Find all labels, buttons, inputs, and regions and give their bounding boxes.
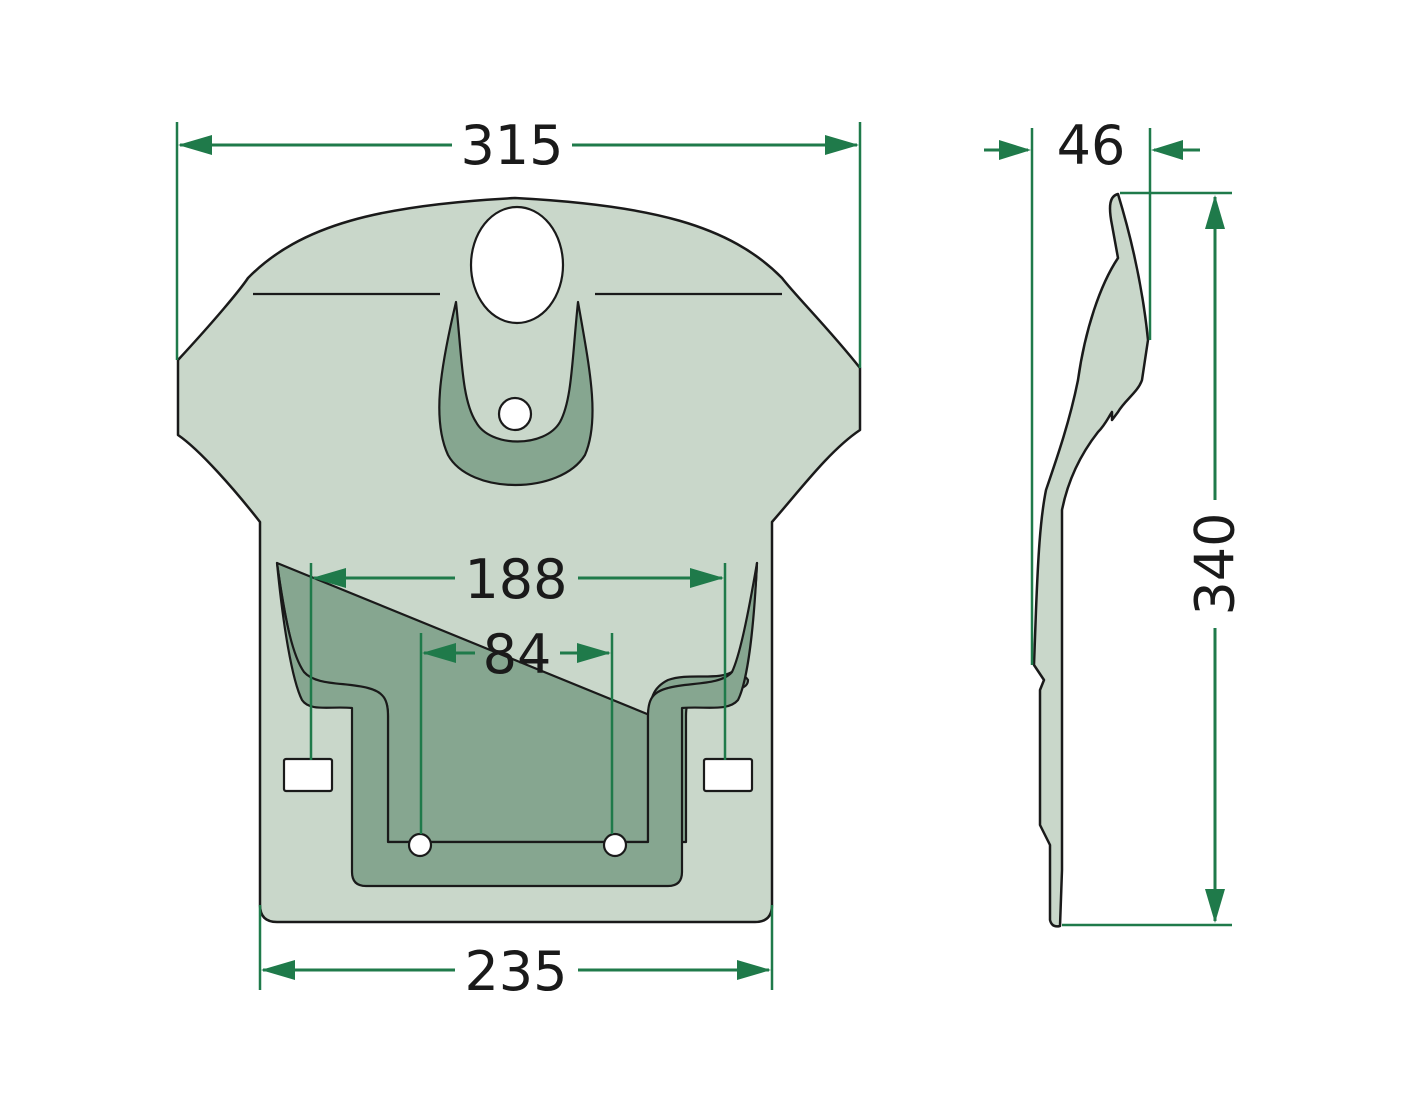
right-slot xyxy=(702,757,754,793)
dimension-hole-spacing: 84 xyxy=(419,623,614,834)
side-depth-label: 46 xyxy=(1057,114,1126,177)
height-label: 340 xyxy=(1184,512,1247,615)
mount-hole-right xyxy=(602,832,628,858)
upper-pressed-groove xyxy=(438,300,594,487)
left-slot xyxy=(282,757,334,793)
dimension-side-depth: 46 xyxy=(984,114,1200,665)
dimension-slot-spacing: 188 xyxy=(309,548,727,760)
dimension-height: 340 xyxy=(1062,191,1247,927)
dimension-bottom-width: 235 xyxy=(258,905,774,1003)
dimension-overall-width: 315 xyxy=(175,114,862,368)
hole-spacing-label: 84 xyxy=(483,623,552,686)
upper-oval-hole xyxy=(469,205,565,325)
small-hole-upper xyxy=(497,396,533,432)
overall-width-label: 315 xyxy=(460,114,563,177)
side-profile xyxy=(1032,192,1150,928)
bottom-width-label: 235 xyxy=(464,940,567,1003)
side-view xyxy=(1032,192,1150,928)
mount-hole-left xyxy=(407,832,433,858)
slot-spacing-label: 188 xyxy=(464,548,567,611)
plate-outline xyxy=(176,196,862,924)
front-view xyxy=(176,196,862,924)
lower-pressed-u xyxy=(275,561,759,888)
